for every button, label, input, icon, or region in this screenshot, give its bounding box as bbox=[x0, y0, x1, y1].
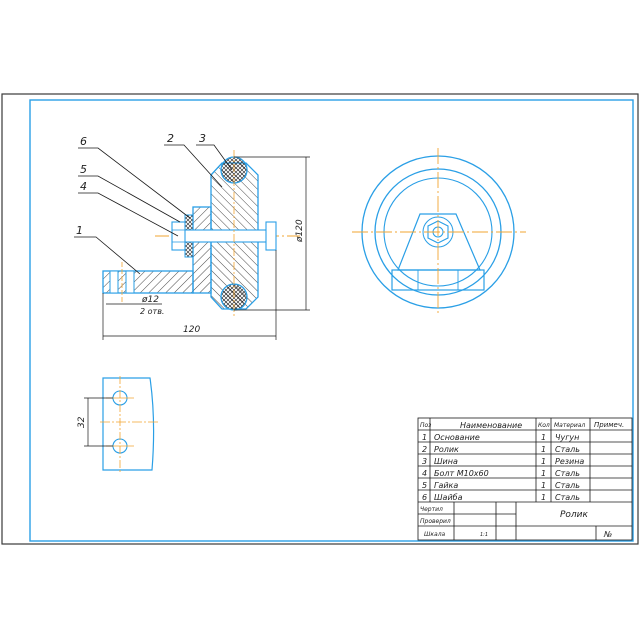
balloon-6: 6 bbox=[80, 135, 87, 148]
row2-qty: 1 bbox=[541, 445, 546, 454]
row4-name: Болт М10х60 bbox=[434, 469, 489, 478]
base-hole-1 bbox=[109, 270, 119, 294]
leader-6 bbox=[78, 147, 191, 219]
th-qty: Кол bbox=[538, 422, 550, 429]
th-material: Материал bbox=[554, 422, 585, 429]
dimensions bbox=[102, 156, 310, 340]
row3-pos: 3 bbox=[422, 457, 427, 466]
front-view bbox=[352, 148, 526, 316]
row2-name: Ролик bbox=[434, 445, 459, 454]
leader-3 bbox=[196, 144, 233, 171]
stamp-title: Ролик bbox=[560, 510, 589, 520]
row5-name: Гайка bbox=[434, 481, 458, 490]
dim-length: 120 bbox=[183, 325, 200, 335]
hub-nut bbox=[427, 220, 449, 244]
nut bbox=[171, 221, 186, 251]
row1-qty: 1 bbox=[541, 433, 546, 442]
th-pos: Поз bbox=[420, 422, 431, 429]
th-note: Примеч. bbox=[594, 421, 624, 429]
row6-name: Шайба bbox=[434, 493, 463, 502]
leader-2 bbox=[164, 144, 223, 188]
balloon-2: 2 bbox=[167, 132, 174, 145]
plan-view bbox=[84, 376, 158, 472]
stamp-scale-value: 1:1 bbox=[480, 532, 488, 538]
row3-mat: Резина bbox=[555, 457, 584, 466]
section-view bbox=[102, 150, 300, 318]
th-name: Наименование bbox=[460, 421, 522, 430]
base-hole-2 bbox=[125, 270, 135, 294]
leader-1 bbox=[74, 236, 141, 275]
row3-qty: 1 bbox=[541, 457, 546, 466]
stamp-drawn: Чертил bbox=[420, 506, 443, 513]
title-block-frame bbox=[417, 417, 633, 541]
dim-holes-note: 2 отв. bbox=[140, 307, 164, 316]
balloon-1: 1 bbox=[76, 224, 83, 237]
balloon-5: 5 bbox=[80, 163, 87, 176]
sheet-border bbox=[1, 93, 639, 545]
row4-pos: 4 bbox=[422, 469, 427, 478]
row4-mat: Сталь bbox=[555, 469, 580, 478]
dim-spacing: 32 bbox=[77, 416, 87, 428]
bolt-shank bbox=[176, 229, 273, 243]
row2-pos: 2 bbox=[422, 445, 427, 454]
plan-outline bbox=[102, 377, 155, 471]
title-block bbox=[417, 417, 633, 541]
drawing-frame bbox=[29, 99, 634, 542]
leaders bbox=[74, 144, 233, 275]
leader-5 bbox=[78, 175, 181, 223]
row5-qty: 1 bbox=[541, 481, 546, 490]
row6-mat: Сталь bbox=[555, 493, 580, 502]
row5-mat: Сталь bbox=[555, 481, 580, 490]
row6-pos: 6 bbox=[422, 493, 427, 502]
leader-4 bbox=[78, 192, 179, 237]
dim-diameter: ø120 bbox=[295, 219, 305, 243]
row1-pos: 1 bbox=[422, 433, 427, 442]
stamp-number: № bbox=[603, 530, 612, 539]
row1-mat: Чугун bbox=[555, 433, 579, 442]
row1-name: Основание bbox=[434, 433, 480, 442]
balloon-4: 4 bbox=[80, 180, 87, 193]
row5-pos: 5 bbox=[422, 481, 427, 490]
bolt-head bbox=[265, 221, 277, 251]
row3-name: Шина bbox=[434, 457, 458, 466]
row4-qty: 1 bbox=[541, 469, 546, 478]
spec-rows: 1 Основание 1 Чугун 2 Ролик 1 Сталь 3 Ши… bbox=[422, 433, 584, 502]
stamp-checked: Проверил bbox=[420, 518, 451, 525]
dim-hole: ø12 bbox=[141, 295, 159, 305]
stamp-scale-label: Шкала bbox=[424, 531, 446, 538]
balloon-3: 3 bbox=[199, 132, 206, 145]
base-plate-upright bbox=[192, 206, 212, 294]
row6-qty: 1 bbox=[541, 493, 546, 502]
row2-mat: Сталь bbox=[555, 445, 580, 454]
